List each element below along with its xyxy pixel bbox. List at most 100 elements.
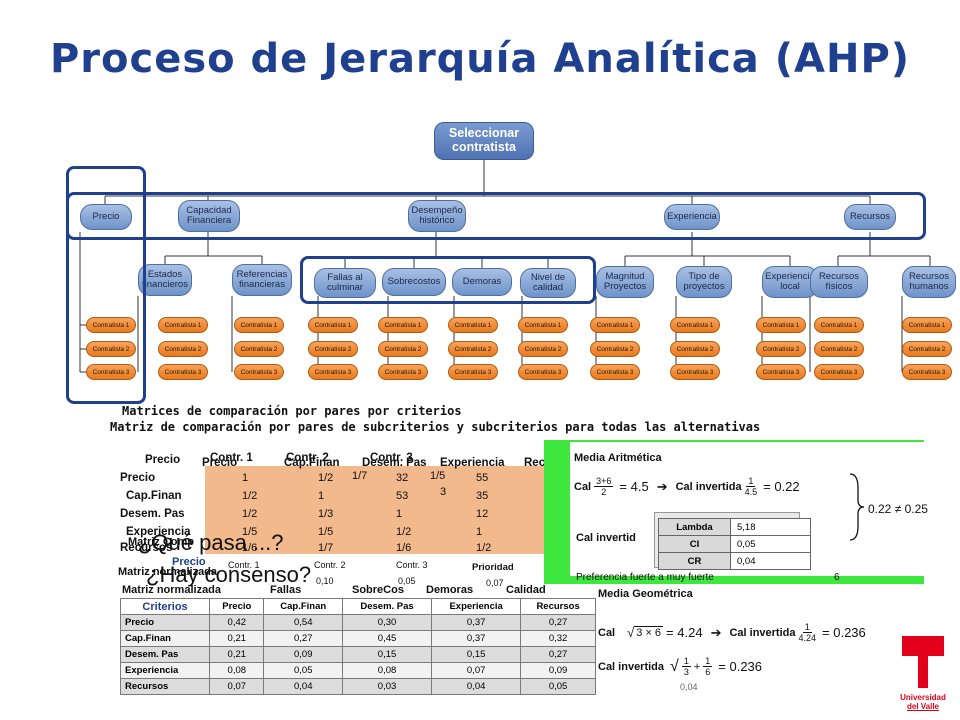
alternative-leaf: Contratista 1	[378, 317, 428, 333]
normalized-cell: 0,27	[520, 614, 596, 631]
matrix-cell: 1/5	[242, 526, 258, 538]
normalized-cell: 0,04	[431, 678, 522, 695]
partial-head-sobrecos: SobreCos	[352, 584, 404, 596]
matrix-cell: 1/2	[242, 508, 258, 520]
matrix-cell: 32	[396, 472, 409, 484]
alternative-leaf: Contratista 2	[670, 341, 720, 357]
matriz-normalizada-label: Matriz normalizada	[118, 566, 218, 578]
cal-invertida-label: Cal invertida	[675, 480, 742, 493]
precio-label-2: Precio	[172, 556, 206, 568]
alternative-leaf: Contratista 3	[756, 364, 806, 380]
criterion-desempeno: Desempeño histórico	[408, 200, 466, 232]
cal-label: Cal	[574, 480, 592, 493]
matrix-cell: 35	[476, 490, 489, 502]
matrix-orange-block	[205, 466, 565, 554]
partial-val-2: 0,05	[398, 576, 416, 586]
normalized-header-cell: Cap.Finan	[263, 598, 343, 615]
hierarchy-tree: Seleccionar contratista Precio Capacidad…	[66, 122, 956, 404]
prioridad-value: 0,07	[486, 578, 504, 588]
geo-cal-label: Cal	[598, 626, 616, 639]
alternative-leaf: Contratista 3	[378, 364, 428, 380]
geo-cal-invertida-label: Cal invertida	[729, 626, 796, 639]
alternative-leaf: Contratista 2	[814, 341, 864, 357]
normalized-cell: 0,45	[341, 630, 433, 647]
lambda-value: 5,18	[730, 518, 811, 536]
compare-text: 0.22 ≠ 0.25	[868, 502, 928, 516]
highlight-criteria-row	[66, 192, 926, 240]
geo-arrow-icon: ➔	[710, 624, 722, 640]
partial-head-fallas: Fallas	[270, 584, 302, 596]
sub-magnitud-proyectos: Magnitud Proyectos	[596, 266, 654, 298]
lambda-key: CI	[658, 535, 731, 553]
alternative-leaf: Contratista 2	[756, 341, 806, 357]
alternative-leaf: Contratista 2	[86, 341, 136, 357]
normalized-row-label: Cap.Finan	[119, 630, 211, 647]
alternative-leaf: Contratista 3	[308, 364, 358, 380]
matrix-cell: 55	[476, 472, 489, 484]
normalized-cell: 0,27	[263, 630, 343, 647]
normalized-header-cell: Precio	[209, 598, 265, 615]
matrix-cell: 1/5	[318, 526, 334, 538]
matrix-row-label: Cap.Finan	[126, 490, 182, 502]
alternative-leaf: Contratista 1	[448, 317, 498, 333]
sub-sobrecostos: Sobrecostos	[382, 268, 446, 296]
normalized-cell: 0,09	[263, 646, 343, 663]
question-overlay: ¿Qué pasa ...?	[138, 530, 284, 555]
matrix-head-contr3: Contr. 3	[370, 452, 413, 464]
criterion-experiencia: Experiencia	[664, 204, 720, 230]
matriz-comp-label: Matriz Comp	[128, 536, 194, 548]
normalized-cell: 0,27	[520, 646, 596, 663]
alternative-leaf: Contratista 2	[902, 341, 952, 357]
sub-recursos-fisicos: Recursos físicos	[810, 266, 868, 298]
sub-nivel-calidad: Nivel de calidad	[520, 268, 576, 298]
alternative-leaf: Contratista 2	[308, 341, 358, 357]
alternative-leaf: Contratista 3	[86, 364, 136, 380]
alternative-leaf: Contratista 1	[158, 317, 208, 333]
alternative-leaf: Contratista 2	[158, 341, 208, 357]
alternative-leaf: Contratista 3	[158, 364, 208, 380]
normalized-row-label: Experiencia	[119, 662, 211, 679]
logo-emblem-icon	[902, 636, 944, 688]
normalized-header-cell: Experiencia	[431, 598, 522, 615]
fragment-3: 3	[440, 486, 447, 498]
alternative-leaf: Contratista 2	[518, 341, 568, 357]
contr-row-3: Contr. 3	[396, 560, 428, 570]
caption-criteria: Matrices de comparación por pares por cr…	[122, 404, 462, 418]
logo-line1: Universidad	[900, 693, 946, 702]
matrix-row-label: Recursos	[120, 542, 173, 554]
criterion-capacidad: Capacidad Financiera	[178, 200, 240, 232]
geo-cal-invertida-label-2: Cal invertida	[598, 660, 665, 673]
matrix-cell: 1/2	[396, 526, 412, 538]
matrix-cell: 1/7	[318, 542, 334, 554]
alternative-leaf: Contratista 3	[448, 364, 498, 380]
aritmetica-title: Media Aritmética	[574, 452, 662, 464]
lambda-key: CR	[658, 552, 731, 570]
criterion-recursos: Recursos	[844, 204, 896, 230]
alternative-leaf: Contratista 3	[902, 364, 952, 380]
root-icon-2: √	[670, 657, 679, 675]
matrix-col-precio: Precio	[202, 457, 238, 469]
alternative-leaf: Contratista 1	[518, 317, 568, 333]
normalized-row-label: Desem. Pas	[119, 646, 211, 663]
brace-icon	[849, 473, 865, 541]
normalized-cell: 0,07	[431, 662, 522, 679]
matrix-row-label: Experiencia	[126, 526, 191, 538]
matrix-head-contr2: Contr. 2	[286, 452, 329, 464]
normalized-row-label: Precio	[119, 614, 211, 631]
sub-referencias-financieras: Referencias financieras	[232, 264, 292, 296]
matrix-cell: 1	[242, 472, 249, 484]
normalized-cell: 0,21	[209, 646, 265, 663]
alternative-leaf: Contratista 1	[670, 317, 720, 333]
arrow-icon: ➔	[656, 478, 668, 494]
highlight-precio-column	[66, 166, 146, 404]
alternative-leaf: Contratista 1	[902, 317, 952, 333]
lambda-value: 0,05	[730, 535, 811, 553]
matrix-row-label: Desem. Pas	[120, 508, 185, 520]
matrix-cell: 1	[396, 508, 403, 520]
